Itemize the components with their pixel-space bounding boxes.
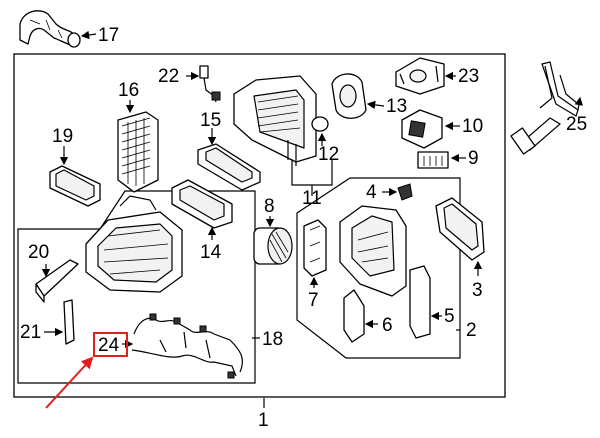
part-8-blower-motor-icon: [253, 227, 293, 265]
callout-19: 19: [52, 126, 73, 147]
part-6-door-icon: [343, 289, 365, 343]
part-23-bracket-icon: [395, 57, 445, 95]
part-9-resistor-icon: [417, 151, 449, 169]
callout-24: 24: [98, 335, 120, 356]
part-2-blower-housing-icon: [339, 205, 407, 297]
callout-14: 14: [200, 242, 222, 263]
highlight-box: [93, 332, 128, 357]
part-20-foam-icon: [35, 259, 79, 303]
callout-9: 9: [468, 148, 479, 169]
part-19-seal-icon: [49, 165, 101, 207]
callout-25: 25: [566, 114, 587, 135]
callout-3: 3: [472, 280, 483, 301]
callout-7: 7: [308, 290, 319, 311]
callout-21: 21: [20, 322, 41, 343]
callout-5: 5: [444, 306, 455, 327]
part-14-filter-door-icon: [171, 179, 233, 229]
group-18-outline: [17, 190, 256, 384]
callout-11: 11: [302, 188, 322, 209]
assembly-outline: [13, 53, 506, 398]
callout-17: 17: [98, 25, 119, 46]
part-3-seal-icon: [435, 197, 485, 261]
part-16-heater-core-icon: [117, 111, 159, 193]
callout-23: 23: [458, 66, 479, 87]
callout-6: 6: [382, 315, 393, 336]
callout-2: 2: [466, 320, 477, 341]
part-13-ring-icon: [331, 73, 367, 119]
callout-1: 1: [258, 410, 269, 431]
callout-12: 12: [318, 144, 339, 165]
callout-8: 8: [264, 196, 275, 217]
callout-4: 4: [366, 182, 377, 203]
callout-18: 18: [262, 329, 283, 350]
part-10-actuator-icon: [401, 109, 443, 149]
callout-16: 16: [118, 80, 139, 101]
part-25-pipe-icon: [510, 61, 579, 155]
part-21-clip-icon: [63, 299, 75, 345]
callout-20: 20: [28, 242, 49, 263]
part-24-wiring-harness-icon: [131, 313, 243, 379]
evaporator-housing-icon: [233, 75, 317, 163]
part-12-o-ring-icon: [311, 116, 329, 132]
group-2-outline: [296, 177, 461, 359]
part-15-gasket-icon: [197, 143, 261, 191]
part-4-clip-icon: [397, 183, 413, 201]
callout-22: 22: [158, 66, 179, 87]
callout-15: 15: [200, 110, 221, 131]
callout-10: 10: [462, 116, 483, 137]
part-17-hose-icon: [19, 10, 81, 48]
part-22-sensor-icon: [199, 65, 221, 103]
highlight-arrow: [45, 356, 94, 409]
part-5-door-icon: [409, 265, 431, 339]
part-18-heater-housing-icon: [85, 195, 183, 293]
callout-13: 13: [386, 96, 407, 117]
part-7-duct-icon: [303, 219, 327, 277]
